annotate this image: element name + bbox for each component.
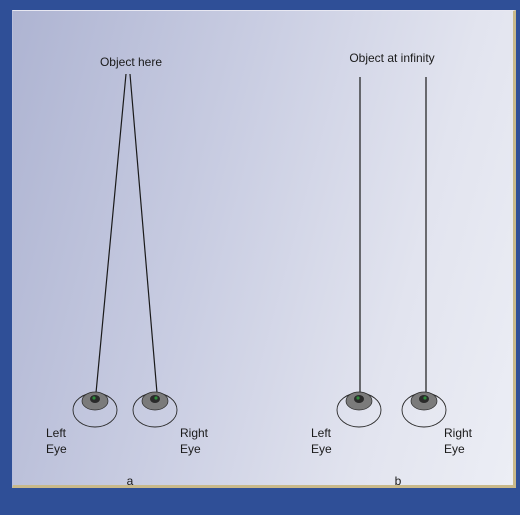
object-here-label: Object here (100, 55, 162, 69)
caption-a: a (127, 474, 134, 488)
left-eye-icon-a (73, 392, 117, 427)
right-eye-label-line1: Right (180, 426, 209, 440)
left-eye-label-line2: Eye (311, 442, 332, 456)
right-eye-icon-a (133, 392, 177, 427)
right-eye-label-line1: Right (444, 426, 473, 440)
left-eye-icon-b (337, 392, 381, 427)
right-eye-label-line2: Eye (444, 442, 465, 456)
pupil-highlight (154, 396, 157, 399)
right-eye-icon-b (402, 392, 446, 427)
pupil-highlight (92, 396, 95, 399)
diagram-a: Object here Left Eye Right Eye a (46, 55, 209, 488)
object-at-infinity-label: Object at infinity (349, 51, 434, 65)
left-eye-label-line1: Left (46, 426, 67, 440)
left-eye-label-line2: Eye (46, 442, 67, 456)
right-eye-sight-line-a (130, 74, 157, 393)
pupil-highlight (423, 396, 426, 399)
left-eye-label-line1: Left (311, 426, 332, 440)
pupil-highlight (356, 396, 359, 399)
right-eye-label-line2: Eye (180, 442, 201, 456)
left-eye-sight-line-a (96, 74, 126, 393)
caption-b: b (395, 474, 402, 488)
diagram-b: Object at infinity Left Eye Right Eye b (311, 51, 473, 488)
